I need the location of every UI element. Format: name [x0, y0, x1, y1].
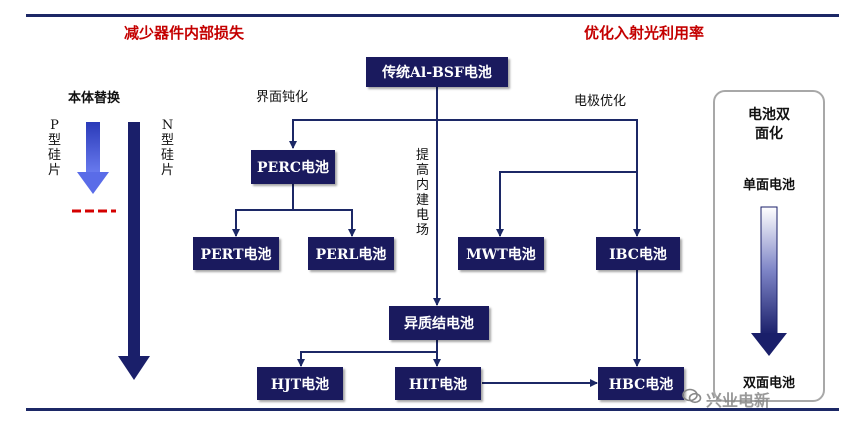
p-type-label: P型硅片 — [47, 118, 61, 178]
bottom-rule — [26, 408, 839, 411]
hjt-cell-box: HJT电池 — [257, 367, 343, 400]
hit-cell-box: HIT电池 — [395, 367, 481, 400]
top-rule — [26, 14, 839, 17]
n-type-label: N型硅片 — [160, 118, 174, 178]
electrode-optimization-label: 电极优化 — [574, 94, 627, 109]
n-type-arrow — [118, 122, 150, 380]
heterojunction-cell-box: 异质结电池 — [389, 306, 489, 340]
bifacial-label: 双面电池 — [742, 376, 795, 391]
watermark: 兴业电新 — [706, 391, 771, 410]
p-type-arrow — [77, 122, 109, 194]
ibc-cell-box: IBC电池 — [596, 237, 680, 270]
left-heading: 减少器件内部损失 — [124, 24, 245, 42]
interface-passivation-label: 界面钝化 — [256, 90, 309, 105]
tree-connectors — [232, 87, 641, 387]
pert-cell-box: PERT电池 — [193, 237, 279, 270]
al-bsf-cell-box: 传统Al-BSF电池 — [366, 57, 508, 87]
perl-cell-box: PERL电池 — [308, 237, 394, 270]
right-heading: 优化入射光利用率 — [584, 24, 705, 42]
bifacial-panel-title: 电池双 面化 — [715, 106, 823, 144]
wechat-icon — [682, 386, 702, 406]
panel-title-line1: 电池双 — [748, 107, 790, 123]
bifacial-panel: 电池双 面化 单面电池 双面电池 — [713, 90, 825, 402]
built-in-field-label: 提高内建电场 — [415, 148, 429, 238]
perc-cell-box: PERC电池 — [251, 150, 335, 184]
hbc-cell-box: HBC电池 — [598, 367, 684, 400]
bifacial-gradient-arrow — [751, 206, 787, 356]
monofacial-label: 单面电池 — [742, 178, 795, 193]
bulk-replace-label: 本体替换 — [68, 91, 121, 106]
mwt-cell-box: MWT电池 — [458, 237, 544, 270]
panel-title-line2: 面化 — [755, 126, 783, 142]
